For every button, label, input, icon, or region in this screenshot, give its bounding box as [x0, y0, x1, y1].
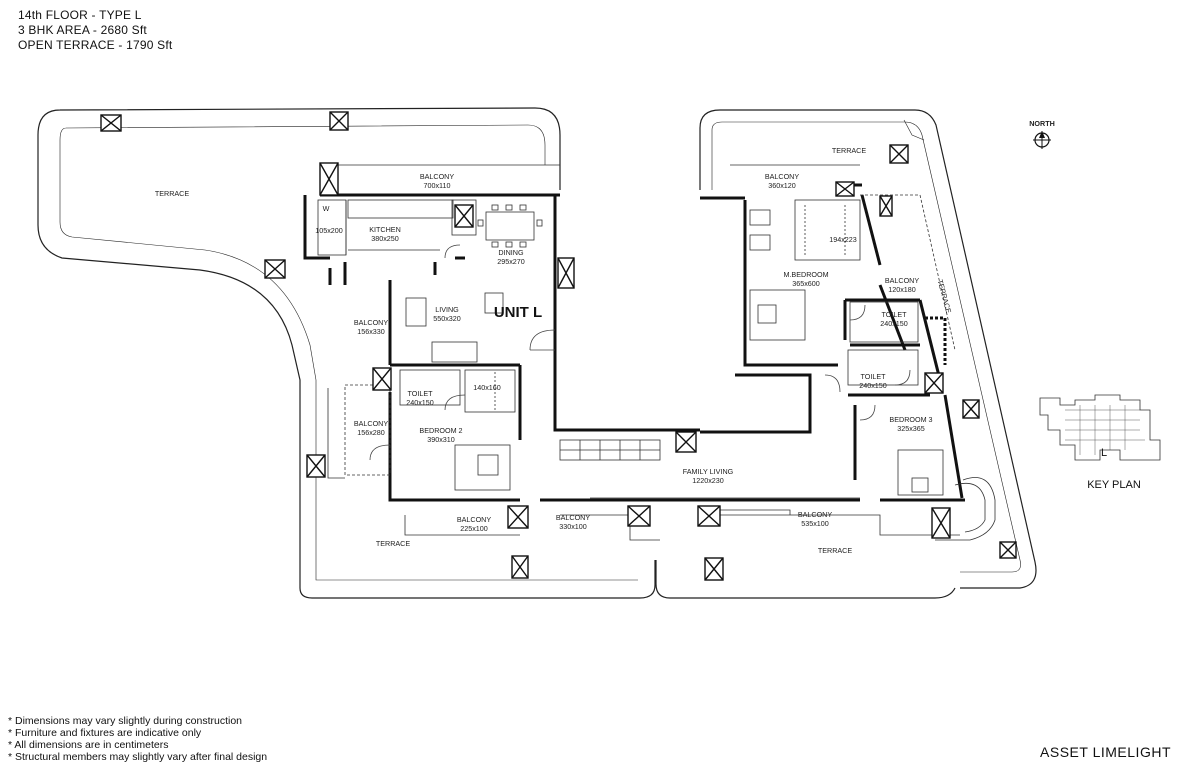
kitchen-label: KITCHEN — [369, 225, 401, 234]
toilet-1-label: TOILET — [407, 389, 433, 398]
balcony-left-2-label: BALCONY — [354, 419, 389, 428]
note-line: * Dimensions may vary slightly during co… — [8, 715, 243, 727]
family-living-label: FAMILY LIVING — [683, 467, 734, 476]
note-line: * Structural members may slightly vary a… — [8, 751, 268, 763]
bedroom-2-dim: 390x310 — [427, 435, 455, 444]
bedroom-2-label: BEDROOM 2 — [419, 426, 462, 435]
balcony-bottom-3-dim: 535x100 — [801, 519, 829, 528]
dress-1-dim: 140x160 — [473, 383, 501, 392]
balcony-bottom-1-dim: 225x100 — [460, 524, 488, 533]
north-arrow-icon — [1033, 131, 1051, 149]
bedroom-3-dim: 325x365 — [897, 424, 925, 433]
terrace-left-label: TERRACE — [155, 189, 190, 198]
terrace-bottom-left-label: TERRACE — [376, 539, 411, 548]
key-plan-unit-marker: L — [1101, 447, 1107, 459]
toilet-3-label: TOILET — [860, 372, 886, 381]
balcony-right-label: BALCONY — [885, 276, 920, 285]
master-bedroom-label: M.BEDROOM — [783, 270, 828, 279]
balcony-mb-label: BALCONY — [765, 172, 800, 181]
project-brand-label: ASSET LIMELIGHT — [1040, 744, 1171, 760]
key-plan-title: KEY PLAN — [1087, 479, 1141, 491]
bhk-area-label: 3 BHK AREA - 2680 Sft — [18, 23, 147, 37]
balcony-left-label: BALCONY — [354, 318, 389, 327]
utility-dim: 105x200 — [315, 226, 343, 235]
balcony-top-dim: 700x110 — [423, 181, 450, 190]
toilet-2-dim: 240x150 — [880, 319, 908, 328]
right-terrace-outline — [655, 109, 1037, 599]
unit-label: UNIT L — [494, 304, 542, 321]
balcony-bottom-2-label: BALCONY — [556, 513, 591, 522]
living-label: LIVING — [435, 305, 459, 314]
bedroom-3-label: BEDROOM 3 — [889, 415, 932, 424]
balcony-top-label: BALCONY — [420, 172, 455, 181]
terrace-top-right-label: TERRACE — [832, 146, 867, 155]
dress-mb-dim: 194x223 — [829, 235, 857, 244]
balcony-bottom-2-dim: 330x100 — [559, 522, 587, 531]
dining-label: DINING — [498, 248, 524, 257]
terrace-bottom-right-label: TERRACE — [818, 546, 853, 555]
disclaimer-notes: * Dimensions may vary slightly during co… — [8, 715, 267, 763]
balcony-right-dim: 120x180 — [888, 285, 916, 294]
balcony-mb-dim: 360x120 — [768, 181, 796, 190]
dining-dim: 295x270 — [497, 257, 525, 266]
note-line: * All dimensions are in centimeters — [8, 739, 169, 751]
balcony-bottom-3-label: BALCONY — [798, 510, 833, 519]
family-living-dim: 1220x230 — [692, 476, 724, 485]
toilet-2-label: TOILET — [881, 310, 907, 319]
balcony-bottom-1-label: BALCONY — [457, 515, 492, 524]
floor-type-label: 14th FLOOR - TYPE L — [18, 8, 142, 22]
terrace-right-label: TERRACE — [936, 279, 954, 315]
open-terrace-label: OPEN TERRACE - 1790 Sft — [18, 38, 173, 52]
north-label: NORTH — [1029, 119, 1055, 128]
living-dim: 550x320 — [433, 314, 461, 323]
balcony-left-dim: 156x330 — [357, 327, 385, 336]
master-bedroom-dim: 365x600 — [792, 279, 820, 288]
toilet-3-dim: 240x150 — [859, 381, 887, 390]
utility-w-label: W — [323, 204, 330, 213]
note-line: * Furniture and fixtures are indicative … — [8, 727, 202, 739]
key-plan-drawing — [1039, 394, 1161, 461]
balcony-left-2-dim: 156x280 — [357, 428, 385, 437]
toilet-1-dim: 240x150 — [406, 398, 434, 407]
kitchen-dim: 380x250 — [371, 234, 399, 243]
left-terrace-outline — [37, 107, 656, 599]
